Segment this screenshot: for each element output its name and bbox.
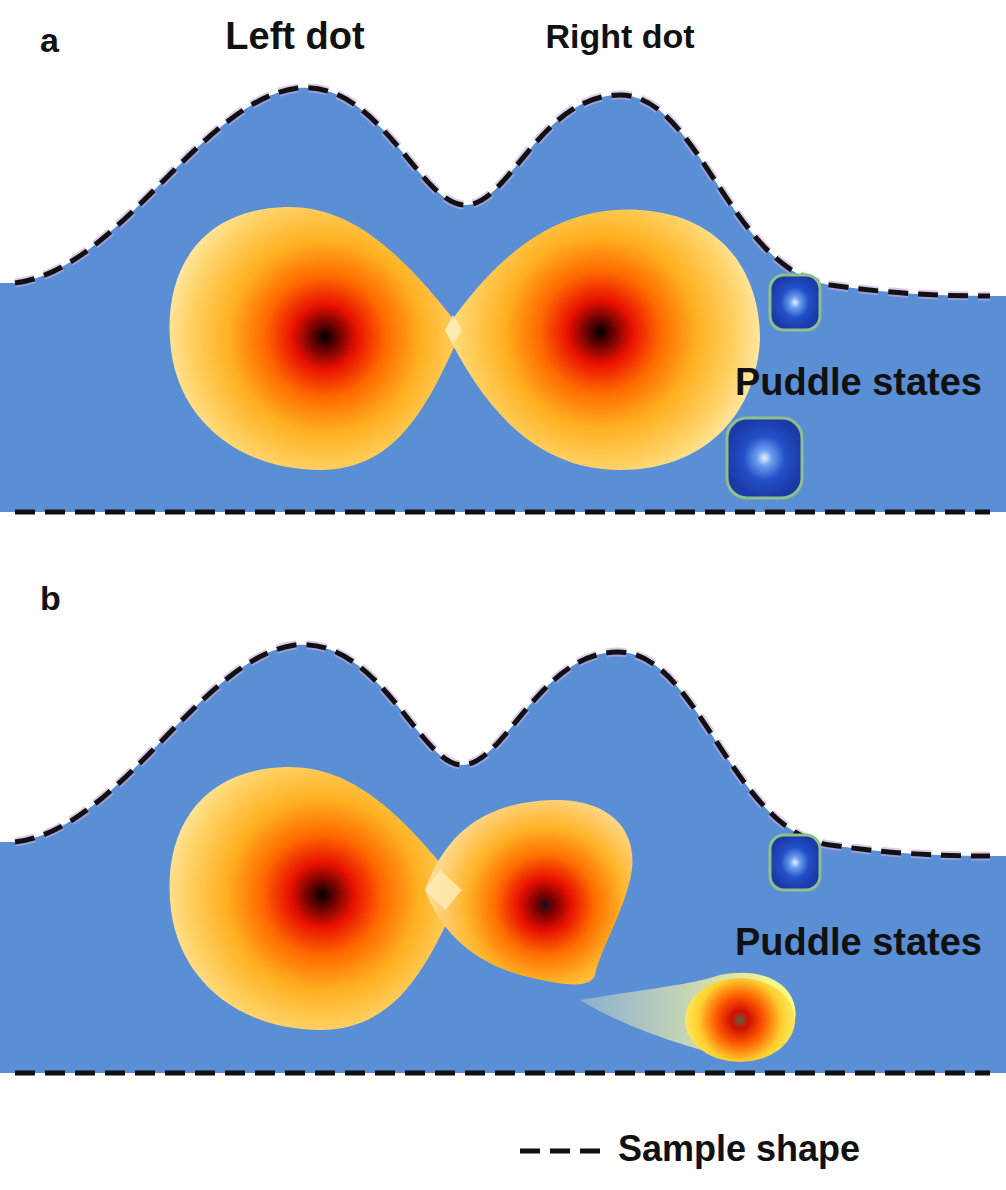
panel-letter: a [40, 22, 59, 59]
panel-a [0, 88, 1006, 512]
annotation-label: Puddle states [735, 922, 982, 964]
legend-text: Sample shape [618, 1129, 860, 1169]
annotation-label: Right dot [545, 18, 694, 55]
panel-b [0, 645, 1006, 1073]
annotation-label: Puddle states [735, 362, 982, 404]
annotation-label: Left dot [225, 16, 364, 58]
panel-letter: b [40, 580, 61, 617]
legend-line-sample [520, 1149, 600, 1154]
